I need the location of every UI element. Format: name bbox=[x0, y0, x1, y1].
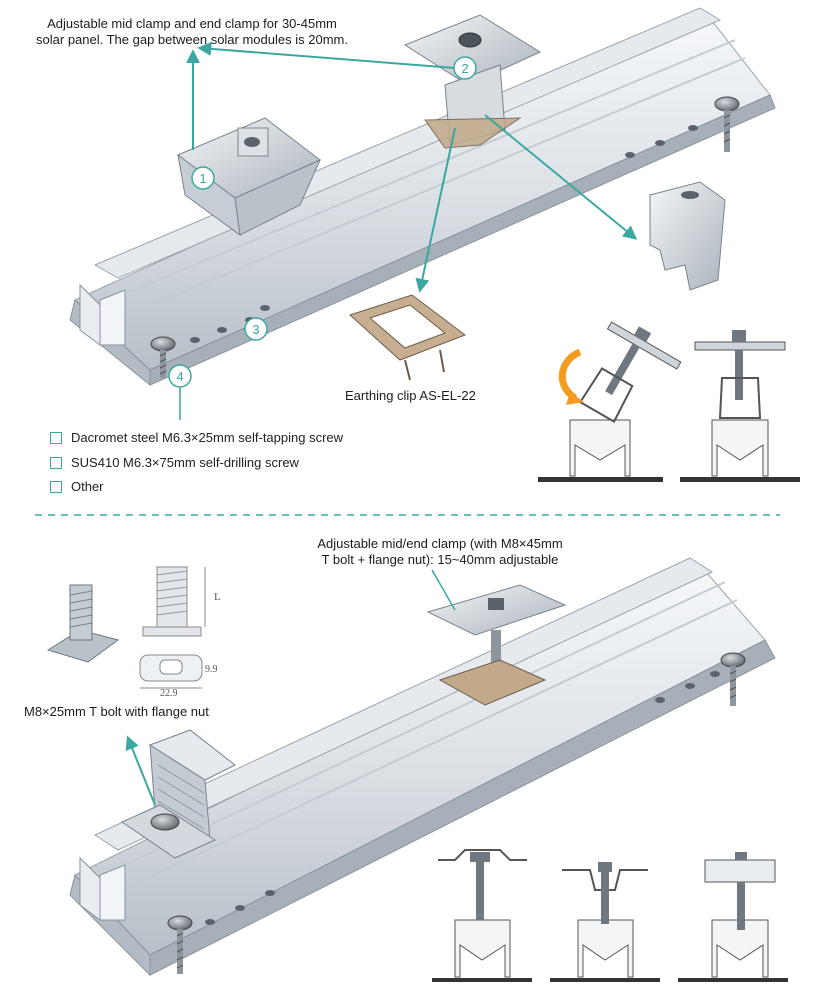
bottom-mid-clamp-icon bbox=[426, 584, 567, 706]
dim-height: 9.9 bbox=[205, 664, 218, 675]
clamp-caption-line2: solar panel. The gap between solar modul… bbox=[36, 32, 348, 47]
t-bolt-label: M8×25mm T bolt with flange nut bbox=[24, 704, 209, 719]
profile-mid-clamp-icon bbox=[550, 862, 660, 982]
callout-2: 2 bbox=[461, 61, 468, 76]
callout-3: 3 bbox=[252, 322, 259, 337]
profile-tilted-icon bbox=[538, 321, 682, 482]
screw-option-dacromet[interactable]: Dacromet steel M6.3×25mm self-tapping sc… bbox=[50, 430, 343, 446]
mid-end-clamp-caption: Adjustable mid/end clamp (with M8×45mm T… bbox=[280, 536, 600, 568]
checkbox-icon[interactable] bbox=[50, 432, 62, 444]
screw-option-label: Dacromet steel M6.3×25mm self-tapping sc… bbox=[71, 430, 344, 445]
profile-end-clamp-icon bbox=[432, 849, 532, 982]
callout-3-circle bbox=[244, 317, 268, 341]
callout-1: 1 bbox=[199, 171, 206, 186]
clamp-caption-line1: Adjustable mid clamp and end clamp for 3… bbox=[47, 16, 337, 31]
clamp-detail-icon bbox=[649, 181, 726, 291]
screw-left-icon bbox=[150, 336, 176, 378]
callout-1-circle bbox=[191, 166, 215, 190]
earthing-clip-label: Earthing clip AS-EL-22 bbox=[345, 388, 476, 403]
profile-vertical-icon bbox=[680, 330, 800, 482]
dim-length: L bbox=[214, 591, 221, 603]
screw-option-sus410[interactable]: SUS410 M6.3×75mm self-drilling screw bbox=[50, 455, 299, 471]
callout-2-circle bbox=[453, 56, 477, 80]
dim-width: 22.9 bbox=[160, 688, 178, 699]
mid-end-clamp-caption-line1: Adjustable mid/end clamp (with M8×45mm bbox=[317, 536, 563, 551]
screw-option-other[interactable]: Other bbox=[50, 479, 104, 495]
checkbox-icon[interactable] bbox=[50, 457, 62, 469]
callout-4: 4 bbox=[176, 369, 183, 384]
profile-closed-clamp-icon bbox=[678, 852, 788, 982]
screw-bottom-left-icon bbox=[167, 915, 193, 974]
t-bolt-icon: L 22.9 9.9 bbox=[46, 566, 221, 699]
screw-bottom-right-icon bbox=[720, 652, 746, 706]
checkbox-icon[interactable] bbox=[50, 481, 62, 493]
top-rail: 1 2 3 4 bbox=[69, 7, 776, 420]
earthing-clip-icon bbox=[349, 294, 467, 381]
bottom-rail bbox=[69, 557, 776, 977]
clamp-caption: Adjustable mid clamp and end clamp for 3… bbox=[12, 16, 372, 48]
screw-option-label: SUS410 M6.3×75mm self-drilling screw bbox=[71, 455, 299, 470]
screw-right-icon bbox=[714, 96, 740, 152]
callout-4-circle bbox=[168, 364, 192, 388]
mid-end-clamp-caption-line2: T bolt + flange nut): 15~40mm adjustable bbox=[321, 552, 559, 567]
screw-option-label: Other bbox=[71, 479, 104, 494]
bottom-end-clamp-icon bbox=[120, 729, 236, 859]
